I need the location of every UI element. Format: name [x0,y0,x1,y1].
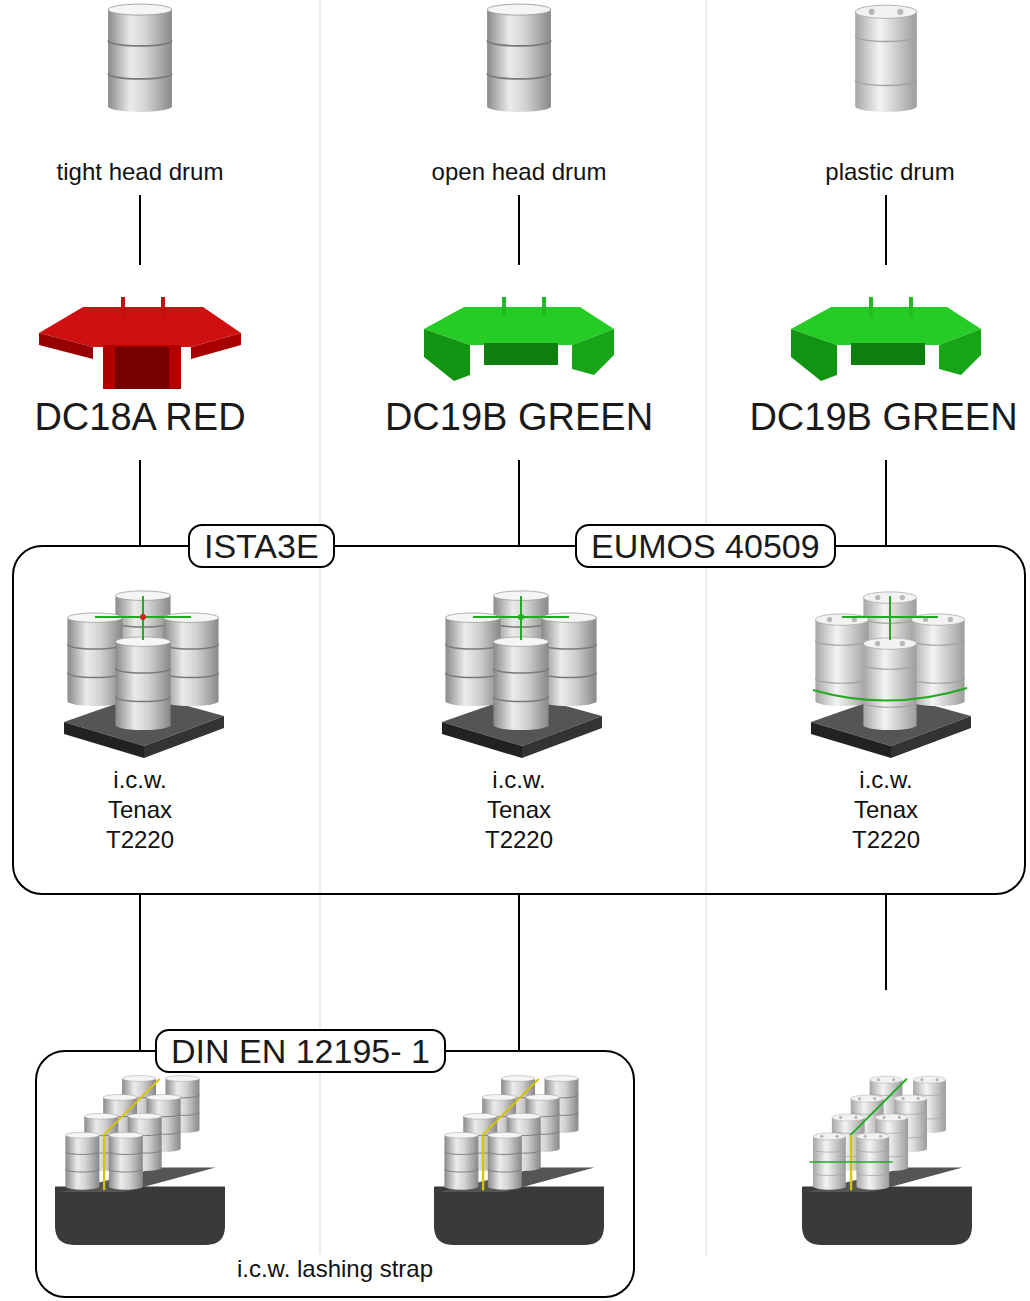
pallet-8-drums [802,1076,972,1245]
pallet-4-drums [811,592,971,758]
group-note: i.c.w. lashing strap [231,1254,439,1284]
connector-line [139,895,141,1050]
product-name: DC19B GREEN [749,394,1017,440]
pallet-config: i.c.w. Tenax T2220 [419,585,619,875]
green-clamp-icon [424,297,614,381]
standard-tab: DIN EN 12195- 1 [155,1029,446,1073]
connector-line [885,195,887,265]
tight-head-drum-icon [108,4,172,112]
strap-note: i.c.w. Tenax T2220 [474,765,564,855]
standard-tab: ISTA3E [188,524,335,568]
drum-caption: plastic drum [770,0,1010,195]
drum-type: tight head drum [57,157,224,187]
standard-tab: EUMOS 40509 [575,524,836,568]
product-name: DC19B GREEN [385,394,653,440]
standard-group: DIN EN 12195- 1i.c.w. lashing strap [35,1050,635,1298]
pallet-config: i.c.w. Tenax T2220 [40,585,240,875]
drum-type: open head drum [432,157,607,187]
column-divider [705,0,707,1256]
product-name: DC18A RED [34,394,245,440]
connector-line [518,460,520,545]
leader-line [885,895,887,990]
pallet-4-drums [64,591,224,758]
green-clamp-icon [791,297,981,381]
pallet-8-drums [55,1076,225,1245]
note-row: i.c.w. lashing strap [37,1254,633,1284]
product-label: DC18A RED [0,265,280,460]
strap-note: i.c.w. Tenax T2220 [95,765,185,855]
connector-line [139,195,141,265]
drum-caption: open head drum [399,0,639,195]
product-label: DC19B GREEN [377,265,662,460]
drum-caption: tight head drum [20,0,260,195]
drum-type: plastic drum [825,157,954,187]
strap-note: i.c.w. Tenax T2220 [841,765,931,855]
pallet-4-drums [442,591,602,758]
plastic-drum-icon [855,5,917,112]
connector-line [518,895,520,1050]
pallet-config: i.c.w. Tenax T2220 [786,585,986,875]
open-head-drum-icon [487,4,551,112]
standard-group: ISTA3EEUMOS 40509i.c.w. Tenax T2220i.c.w… [12,545,1026,895]
connector-line [139,460,141,545]
product-label: DC19B GREEN [741,265,1026,460]
red-clamp-icon [39,297,241,389]
pallet-8-drums [434,1076,604,1245]
connector-line [885,460,887,545]
connector-line [518,195,520,265]
